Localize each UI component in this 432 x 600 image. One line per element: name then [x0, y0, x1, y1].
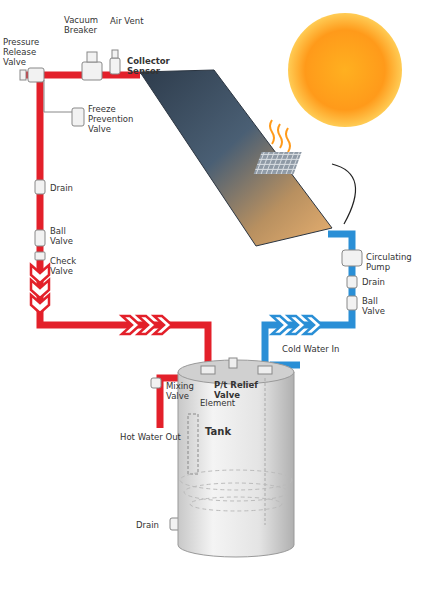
- solar-collector: [140, 70, 332, 246]
- storage-tank: [178, 358, 294, 557]
- part-label: Vacuum Breaker: [64, 15, 106, 35]
- part-label: Drain: [50, 183, 90, 193]
- tank-node: Tank: [205, 420, 269, 439]
- part-label: Ball Valve: [50, 226, 86, 246]
- heat-waves: [270, 120, 290, 152]
- tank-label: Tank: [205, 426, 231, 437]
- sun: [288, 13, 402, 127]
- flow-chevrons: [272, 316, 322, 334]
- part-label: Ball Valve: [362, 296, 398, 316]
- part-label: Collector Sensor: [127, 56, 191, 76]
- part-label: Circulating Pump: [366, 252, 426, 272]
- sensor-grid: [254, 152, 302, 174]
- part-label: Freeze Prevention Valve: [88, 104, 150, 134]
- part-label: Element: [200, 398, 250, 408]
- part-label: Drain: [362, 277, 402, 287]
- sensor-wire: [332, 164, 356, 224]
- part-label: Mixing Valve: [166, 381, 202, 401]
- part-label: Cold Water In: [282, 344, 362, 354]
- part-label: Pressure Release Valve: [3, 37, 49, 67]
- part-label: P/t Relief Valve: [214, 380, 266, 400]
- part-label: Drain: [136, 520, 170, 530]
- part-label: Check Valve: [50, 256, 90, 276]
- part-label: Hot Water Out: [120, 432, 190, 442]
- part-label: Air Vent: [110, 16, 144, 26]
